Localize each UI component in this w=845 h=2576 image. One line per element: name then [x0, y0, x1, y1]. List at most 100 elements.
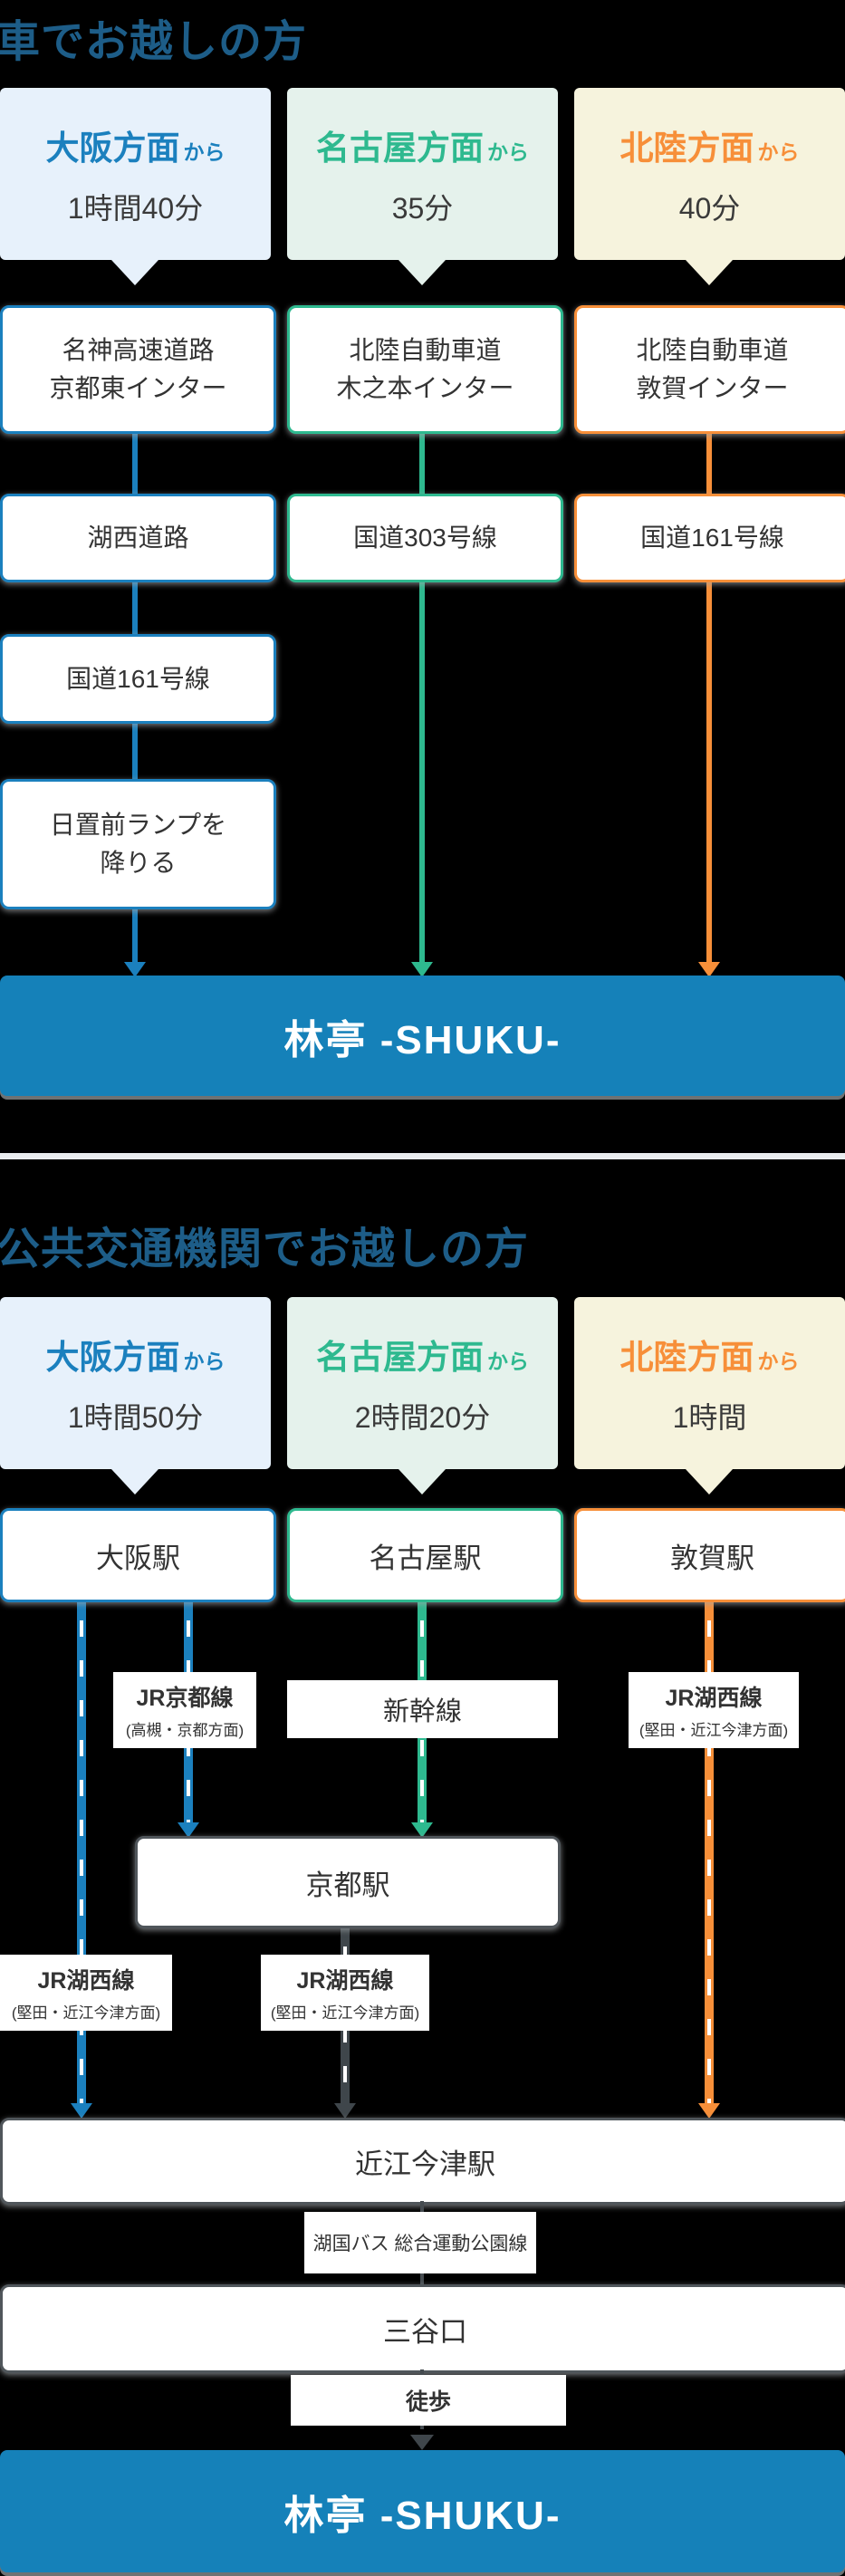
- duration-label: 40分: [678, 192, 741, 225]
- step-line: 名神高速道路: [62, 336, 215, 364]
- route-line: [419, 577, 425, 962]
- bus-stop-mitaniguchi: 三谷口: [0, 2284, 845, 2373]
- line-label-bus: 湖国バス 総合運動公園線: [304, 2212, 536, 2273]
- line-direction: (高槻・京都方面): [125, 1722, 245, 1739]
- car-step-route161-hokuriku: 国道161号線: [574, 494, 845, 582]
- transit-destination-bar: 林亭 -SHUKU-: [0, 2450, 845, 2572]
- rail-line-jr-kosei-from-osaka: [77, 1597, 86, 2103]
- duration-label: 1時間: [672, 1401, 747, 1434]
- route-line: [132, 718, 138, 779]
- arrow-down-icon: [334, 2103, 356, 2119]
- from-label: から: [183, 1350, 226, 1373]
- route-line: [419, 428, 425, 494]
- line-direction: (堅田・近江今津方面): [639, 1722, 789, 1739]
- step-line: 北陸自動車道: [636, 336, 789, 364]
- card-tail: [111, 260, 158, 285]
- car-card-nagoya: 名古屋方面 から 35分: [287, 88, 558, 260]
- transit-card-nagoya: 名古屋方面 から 2時間20分: [287, 1297, 558, 1469]
- step-line: 国道161号線: [640, 524, 784, 552]
- station-nagoya: 名古屋駅: [287, 1508, 563, 1602]
- step-line: 国道161号線: [66, 664, 210, 693]
- card-tail: [398, 260, 446, 285]
- station-label: 名古屋駅: [369, 1542, 482, 1574]
- car-step-kosei-road: 湖西道路: [0, 494, 276, 582]
- arrow-down-icon: [124, 962, 146, 977]
- car-step-hiokimae-ramp: 日置前ランプを 降りる: [0, 779, 276, 909]
- step-line: 日置前ランプを: [49, 811, 227, 839]
- line-label-jr-kyoto: JR京都線 (高槻・京都方面): [113, 1672, 256, 1748]
- line-label-jr-kosei-from-osaka: JR湖西線 (堅田・近江今津方面): [0, 1955, 172, 2031]
- line-name: JR湖西線: [665, 1686, 763, 1711]
- transit-card-osaka: 大阪方面 から 1時間50分: [0, 1297, 271, 1469]
- card-tail: [398, 1469, 446, 1495]
- origin-label: 北陸方面: [619, 130, 754, 167]
- card-tail: [686, 260, 733, 285]
- station-label: 近江今津駅: [355, 2148, 495, 2180]
- transit-card-osaka-origin-line: 大阪方面 から: [46, 1330, 226, 1379]
- arrow-down-icon: [71, 2103, 92, 2119]
- car-card-hokuriku-origin-line: 北陸方面 から: [620, 120, 800, 169]
- duration-label: 2時間20分: [354, 1401, 491, 1434]
- station-label: 京都駅: [305, 1869, 390, 1901]
- station-tsuruga: 敦賀駅: [574, 1508, 845, 1602]
- step-line: 湖西道路: [87, 524, 189, 552]
- car-card-osaka: 大阪方面 から 1時間40分: [0, 88, 271, 260]
- card-tail: [111, 1469, 158, 1495]
- car-card-nagoya-origin-line: 名古屋方面 から: [316, 120, 529, 169]
- car-step-route161-osaka: 国道161号線: [0, 634, 276, 724]
- arrow-down-icon: [698, 962, 720, 977]
- transit-card-nagoya-origin-line: 名古屋方面 から: [316, 1330, 529, 1379]
- station-label: 敦賀駅: [670, 1542, 754, 1574]
- car-step-hokuriku-tsuruga: 北陸自動車道 敦賀インター: [574, 305, 845, 434]
- origin-label: 大阪方面: [45, 1339, 180, 1376]
- line-name: JR湖西線: [296, 1968, 394, 1994]
- route-line: [132, 904, 138, 962]
- line-name: JR湖西線: [37, 1968, 135, 1994]
- line-name: 新幹線: [382, 1697, 462, 1726]
- car-section-heading: 車でお越しの方: [0, 18, 308, 66]
- transit-section-heading: 公共交通機関でお越しの方: [0, 1226, 530, 1274]
- origin-label: 名古屋方面: [316, 1339, 484, 1376]
- arrow-down-icon: [410, 2435, 434, 2450]
- destination-label: 林亭 -SHUKU-: [283, 2493, 562, 2538]
- from-label: から: [487, 1350, 529, 1373]
- origin-label: 北陸方面: [619, 1339, 754, 1376]
- duration-label: 35分: [391, 192, 454, 225]
- line-label-jr-kosei-from-tsuruga: JR湖西線 (堅田・近江今津方面): [629, 1672, 799, 1748]
- origin-label: 大阪方面: [45, 130, 180, 167]
- from-label: から: [183, 140, 226, 164]
- car-card-osaka-origin-line: 大阪方面 から: [46, 120, 226, 169]
- from-label: から: [757, 1350, 800, 1373]
- car-step-route303: 国道303号線: [287, 494, 563, 582]
- station-omi-imazu: 近江今津駅: [0, 2118, 845, 2205]
- line-name: 徒歩: [405, 2389, 451, 2415]
- line-label-walk: 徒歩: [291, 2375, 566, 2426]
- arrow-down-icon: [411, 962, 433, 977]
- step-line: 京都東インター: [49, 374, 227, 402]
- line-label-jr-kosei-from-kyoto: JR湖西線 (堅田・近江今津方面): [261, 1955, 429, 2031]
- car-step-meishin-kyotohigashi: 名神高速道路 京都東インター: [0, 305, 276, 434]
- from-label: から: [487, 140, 529, 164]
- route-line: [132, 428, 138, 494]
- arrow-down-icon: [411, 1822, 433, 1838]
- line-direction: (堅田・近江今津方面): [11, 2004, 161, 2022]
- arrow-down-icon: [698, 2103, 720, 2119]
- transit-card-hokuriku: 北陸方面 から 1時間: [574, 1297, 845, 1469]
- section-divider: [0, 1153, 845, 1159]
- line-name: 湖国バス 総合運動公園線: [312, 2234, 528, 2254]
- transit-card-hokuriku-origin-line: 北陸方面 から: [620, 1330, 800, 1379]
- station-kyoto: 京都駅: [135, 1836, 561, 1928]
- step-line: 木之本インター: [336, 374, 514, 402]
- step-line: 敦賀インター: [636, 374, 789, 402]
- line-direction: (堅田・近江今津方面): [270, 2004, 420, 2022]
- car-card-hokuriku: 北陸方面 から 40分: [574, 88, 845, 260]
- rail-line-jr-kosei-from-tsuruga: [705, 1597, 714, 2103]
- station-label: 大阪駅: [96, 1542, 180, 1574]
- destination-label: 林亭 -SHUKU-: [283, 1017, 562, 1062]
- station-osaka: 大阪駅: [0, 1508, 276, 1602]
- step-line: 降りる: [100, 849, 177, 877]
- arrow-down-icon: [178, 1822, 199, 1838]
- step-line: 国道303号線: [353, 524, 497, 552]
- car-destination-bar: 林亭 -SHUKU-: [0, 976, 845, 1096]
